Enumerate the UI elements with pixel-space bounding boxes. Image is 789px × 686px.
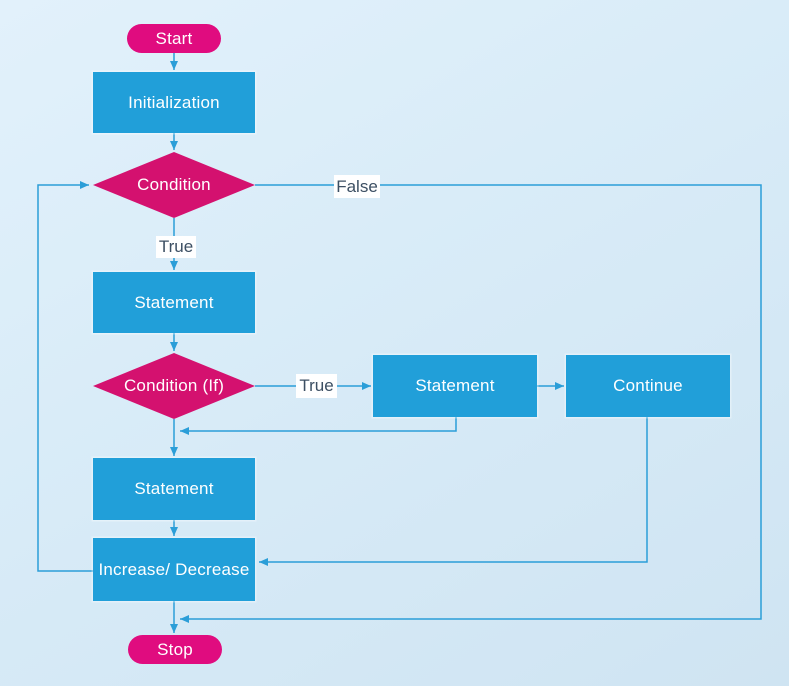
edge-label-false: False [334, 175, 380, 198]
edge-label-true: True [156, 236, 196, 258]
process-increase-decrease: Increase/ Decrease [93, 538, 255, 601]
terminator-stop: Stop [128, 635, 222, 664]
edge-label-true-if: True [296, 374, 337, 398]
edge-continue-to-increase-decrease [259, 417, 648, 566]
edge-statement-2-feedback [180, 417, 457, 435]
edge-increase-decrease-loop-to-condition [37, 181, 93, 572]
process-statement-2: Statement [373, 355, 537, 417]
process-statement-1: Statement [93, 272, 255, 333]
process-initialization: Initialization [93, 72, 255, 133]
terminator-start: Start [127, 24, 221, 53]
process-continue: Continue [566, 355, 730, 417]
edge-condition-false-to-stop-line [180, 184, 762, 623]
process-statement-3: Statement [93, 458, 255, 520]
